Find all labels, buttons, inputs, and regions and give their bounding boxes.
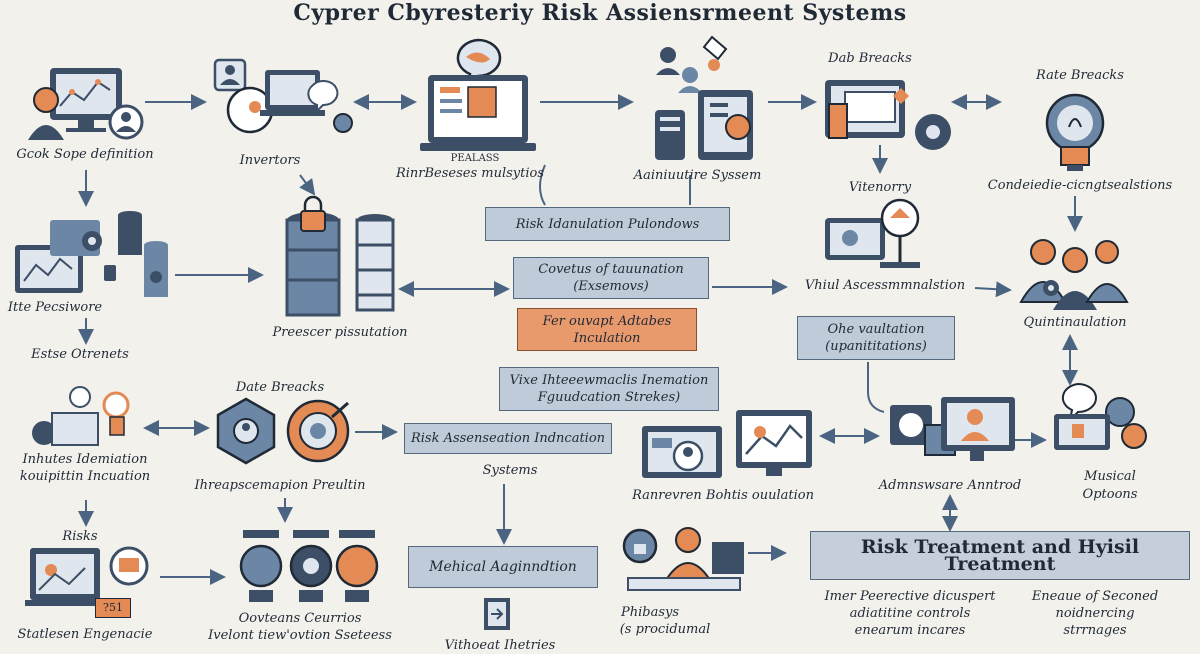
label-stat: Statlesen Engenacie (17, 627, 153, 642)
box-sublabel: (upanititations) (825, 339, 927, 354)
valuation-box[interactable]: Ohe vaultation (upanititations) (797, 316, 955, 360)
label-musical-1: Musical (1084, 469, 1136, 484)
lightbulb-icon (1045, 93, 1105, 171)
label-ihre: Ihreapscemapion Preultin (194, 478, 366, 493)
document-arrow-icon (484, 598, 510, 630)
label-phi-1: Phibasys (620, 605, 680, 620)
risk-treatment-box[interactable]: Risk Treatment and Hyisil Treatment (810, 531, 1190, 580)
label-inm-1: Imer Peerective dicuspert (824, 589, 996, 604)
locked-database-icon (285, 195, 395, 317)
label-ens-1: Eneaue of Seconed (1031, 589, 1159, 604)
label-phi-2: (s procidumal (619, 622, 711, 637)
label-vit: Vithoeat Ihetries (444, 638, 556, 653)
label-musical-2: Optoons (1082, 487, 1138, 502)
idea-presentation-icon (32, 386, 130, 446)
box-label: Risk Assenseation Indncation (410, 431, 606, 446)
box-label: Mehical Aaginndtion (429, 558, 577, 575)
label-inhe-1: Inhutes Idemiation (22, 452, 148, 467)
analytics-monitor-person-icon (28, 68, 144, 140)
label-estse: Estse Otrenets (31, 347, 129, 362)
label-prescer: Preescer pissutation (272, 325, 408, 340)
risk-assessment-indication-box[interactable]: Risk Assenseation Indncation (404, 423, 612, 454)
label-rinrb: RinrBeseses mulsytios (395, 166, 545, 181)
cylinder-reports-icon (239, 530, 379, 602)
label-adm: Admnswsare Anntrod (878, 478, 1022, 493)
box-sublabel: Fguudcation Strekes) (537, 390, 681, 405)
server-terminal-icon (655, 35, 753, 160)
monitor-gear-lamp-icon (825, 198, 920, 268)
label-date: Date Breacks (235, 380, 325, 395)
medical-agination-box[interactable]: Mehical Aaginndtion (408, 546, 598, 588)
laptop-camera-ticket-icon (25, 546, 149, 606)
label-ittc: Itte Pecsiwore (7, 300, 103, 315)
box-label: Ohe vaultation (827, 322, 925, 337)
priority-tag: ?51 (95, 598, 131, 618)
label-systems: Systems (482, 463, 538, 478)
breach-monitor-gear-icon (825, 80, 951, 150)
box-label: Risk Treatment and Hyisil Treatment (860, 535, 1140, 575)
admin-workstation-icon (890, 397, 1015, 461)
options-monitor-gear-icon (1054, 382, 1147, 450)
label-pealass: PEALASS (450, 153, 500, 164)
label-vhiul: Vhiul Ascessmmnalstion (804, 278, 966, 293)
label-ens-3: strrnages (1063, 623, 1127, 638)
coverage-box[interactable]: Covetus of tauunation (Exsemovs) (513, 257, 709, 299)
dashboard-database-icon (15, 211, 168, 297)
label-ranr: Ranrevren Bohtis ouulation (632, 488, 814, 503)
label-gcok: Gcok Sope definition (16, 147, 154, 162)
label-inm-2: adiatitine controls (849, 606, 971, 621)
shield-user-computer-icon (622, 527, 744, 591)
label-quint: Quintinaulation (1023, 315, 1127, 330)
page-title: Cyprer Cbyresteriy Risk Assiensrmeent Sy… (293, 0, 907, 26)
box-label: Risk Idanulation Pulondows (515, 216, 700, 232)
label-conde: Condeiedie-cicngtsealstions (987, 178, 1173, 193)
label-aainiu: Aainiuutire Syssem (633, 168, 762, 183)
risk-identification-box[interactable]: Risk Idanulation Pulondows (485, 207, 730, 241)
dual-monitor-user-chart-icon (642, 410, 812, 478)
laptop-report-icon (420, 38, 536, 151)
team-people-icon (1019, 239, 1129, 310)
box-sublabel: (Exsemovs) (573, 279, 649, 294)
label-risks: Risks (62, 529, 98, 544)
hexagon-network-target-icon (216, 397, 350, 465)
label-inhe-2: kouipittin Incuation (19, 469, 151, 484)
label-rate: Rate Breacks (1036, 68, 1124, 83)
label-vitenorry: Vitenorry (848, 180, 912, 195)
label-invertors: Invertors (239, 153, 301, 168)
label-ooct-1: Oovteans Ceurrios (238, 611, 362, 626)
label-dab: Dab Breacks (828, 51, 912, 66)
box-label: Covetus of tauunation (538, 262, 684, 277)
inventory-user-laptop-icon (213, 58, 353, 134)
box-label: Fer ouvapt Adtabes (542, 313, 672, 329)
label-ens-2: noidnercing (1055, 606, 1135, 621)
box-sublabel: Inculation (573, 330, 641, 346)
label-ooct-2: Ivelont tiew'ovtion Sseteess (208, 628, 392, 643)
label-inm-3: enearum incares (854, 623, 966, 638)
box-label: Vixe Ihteeewmaclis Inemation (509, 373, 709, 388)
